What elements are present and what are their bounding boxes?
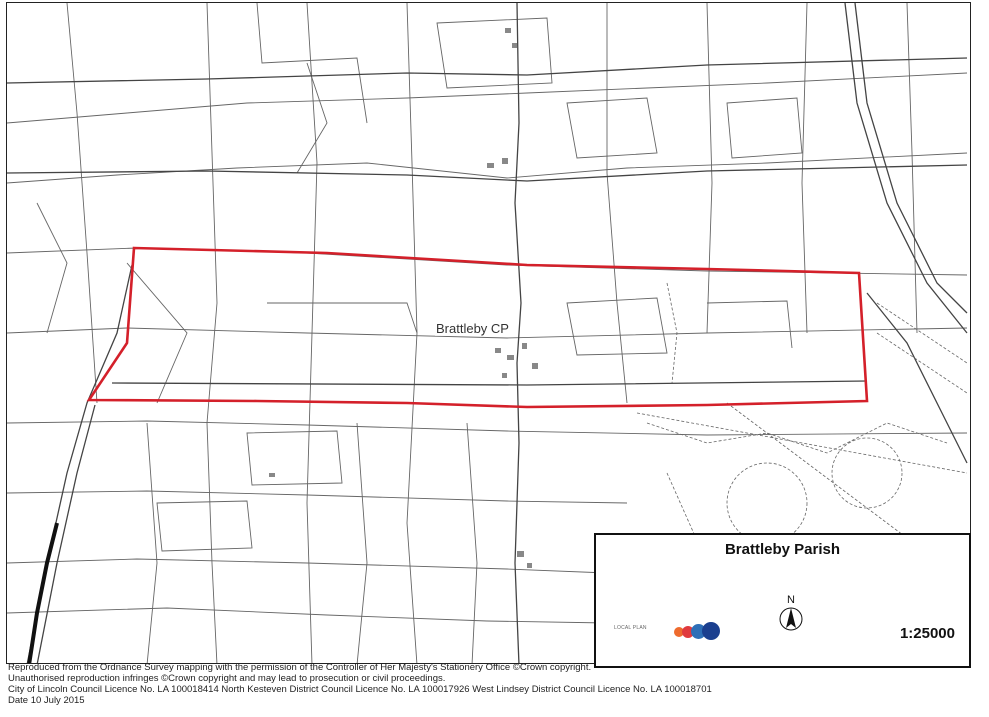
- footer-line-3: City of Lincoln Council Licence No. LA 1…: [8, 684, 712, 695]
- settlements: [269, 28, 538, 568]
- logo-text: LOCAL PLAN: [614, 625, 647, 631]
- north-arrow: N: [776, 595, 806, 639]
- legend-box: Brattleby Parish LOCAL PLAN N 1:25000: [594, 533, 971, 668]
- footer-line-2: Unauthorised reproduction infringes ©Cro…: [8, 673, 446, 684]
- place-label: Brattleby CP: [435, 321, 510, 336]
- logo-dot-1: [674, 627, 684, 637]
- airfield: [636, 282, 968, 604]
- dark-track: [27, 522, 59, 663]
- parish-boundary: [86, 246, 869, 409]
- footer-line-4: Date 10 July 2015: [8, 695, 85, 706]
- legend-title: Brattleby Parish: [724, 541, 841, 558]
- map-canvas: [7, 3, 968, 663]
- local-plan-logo: LOCAL PLAN: [614, 619, 729, 643]
- footer-line-1: Reproduced from the Ordnance Survey mapp…: [8, 662, 592, 673]
- north-arrow-icon: [779, 607, 803, 631]
- logo-dot-4: [702, 622, 720, 640]
- copyright-footer: Reproduced from the Ordnance Survey mapp…: [8, 662, 988, 706]
- roads: [7, 3, 968, 663]
- north-label: N: [787, 594, 795, 606]
- map-frame[interactable]: Brattleby CP: [6, 2, 971, 664]
- scale-label: 1:25000: [899, 625, 955, 642]
- field-boundaries: [7, 3, 968, 663]
